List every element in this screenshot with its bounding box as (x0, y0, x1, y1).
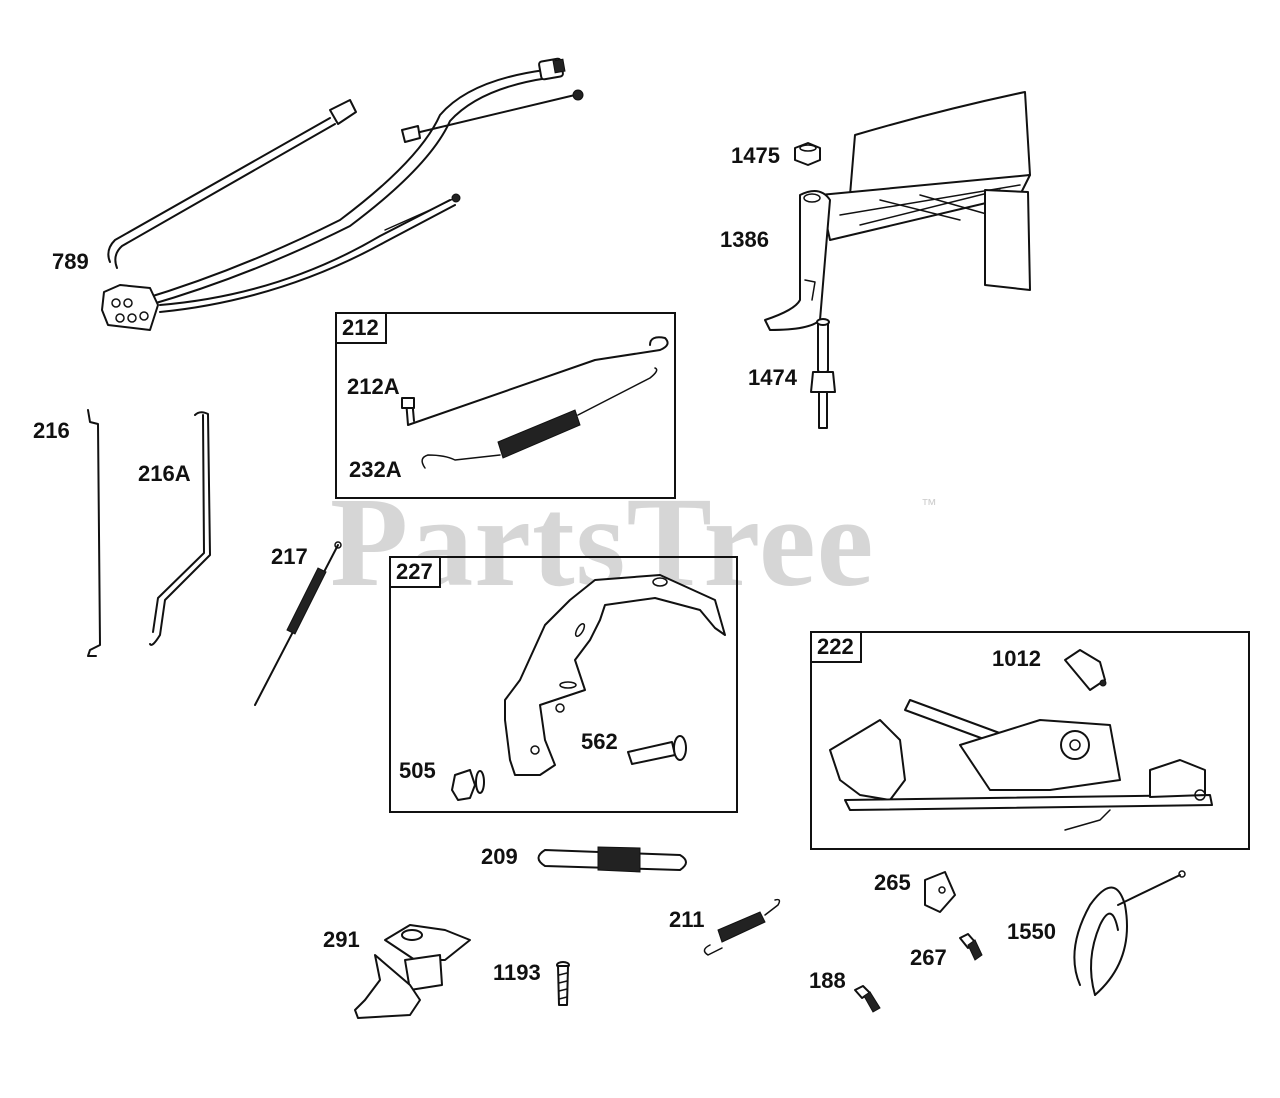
callout-1550[interactable]: 1550 (1007, 919, 1056, 944)
part-505-nut[interactable] (451, 769, 485, 801)
part-1386-deflector[interactable] (764, 91, 1031, 331)
part-1550-spring[interactable] (1073, 870, 1186, 996)
part-217-spring[interactable] (254, 541, 342, 706)
callout-1475[interactable]: 1475 (731, 143, 780, 168)
group-box-212: 212 (335, 312, 676, 499)
callout-216[interactable]: 216 (33, 418, 70, 443)
part-211-spring[interactable] (703, 898, 781, 956)
group-box-222: 222 (810, 631, 1250, 850)
callout-209[interactable]: 209 (481, 844, 518, 869)
callout-789[interactable]: 789 (52, 249, 89, 274)
group-tag-227[interactable]: 227 (391, 558, 441, 588)
part-216a-rod[interactable] (149, 411, 211, 646)
callout-267[interactable]: 267 (910, 945, 947, 970)
part-1012-clip[interactable] (1064, 649, 1107, 691)
part-562-bolt[interactable] (627, 735, 687, 765)
part-267-screw[interactable] (959, 933, 983, 961)
callout-232a[interactable]: 232A (349, 457, 402, 482)
part-216-rod[interactable] (87, 409, 101, 657)
part-1474-pin[interactable] (810, 318, 836, 429)
part-227-bracket[interactable] (504, 574, 726, 776)
callout-211[interactable]: 211 (669, 907, 705, 932)
callout-265[interactable]: 265 (874, 870, 911, 895)
callout-291[interactable]: 291 (323, 927, 360, 952)
part-1193-bolt[interactable] (556, 961, 570, 1006)
part-232a-spring[interactable] (421, 367, 658, 469)
callout-1193[interactable]: 1193 (493, 960, 541, 985)
part-209-spring[interactable] (537, 846, 687, 873)
part-222-governor-assembly[interactable] (829, 699, 1213, 831)
callout-1386[interactable]: 1386 (720, 227, 769, 252)
group-box-227: 227 (389, 556, 738, 813)
callout-216a[interactable]: 216A (138, 461, 191, 486)
callout-505[interactable]: 505 (399, 758, 436, 783)
callout-1012[interactable]: 1012 (992, 646, 1041, 671)
part-789-wire-harness[interactable] (101, 57, 584, 331)
callout-217[interactable]: 217 (271, 544, 308, 569)
callout-562[interactable]: 562 (581, 729, 618, 754)
part-212a-rod[interactable] (401, 336, 669, 426)
part-1475-nut[interactable] (794, 142, 821, 166)
group-tag-212[interactable]: 212 (337, 314, 387, 344)
part-188-screw[interactable] (854, 985, 881, 1013)
callout-1474[interactable]: 1474 (748, 365, 797, 390)
group-tag-222[interactable]: 222 (812, 633, 862, 663)
part-265-clip[interactable] (924, 871, 956, 913)
watermark-trademark: ™ (921, 497, 937, 514)
part-291-governor-arm[interactable] (354, 924, 471, 1019)
callout-188[interactable]: 188 (809, 968, 846, 993)
callout-212a[interactable]: 212A (347, 374, 400, 399)
